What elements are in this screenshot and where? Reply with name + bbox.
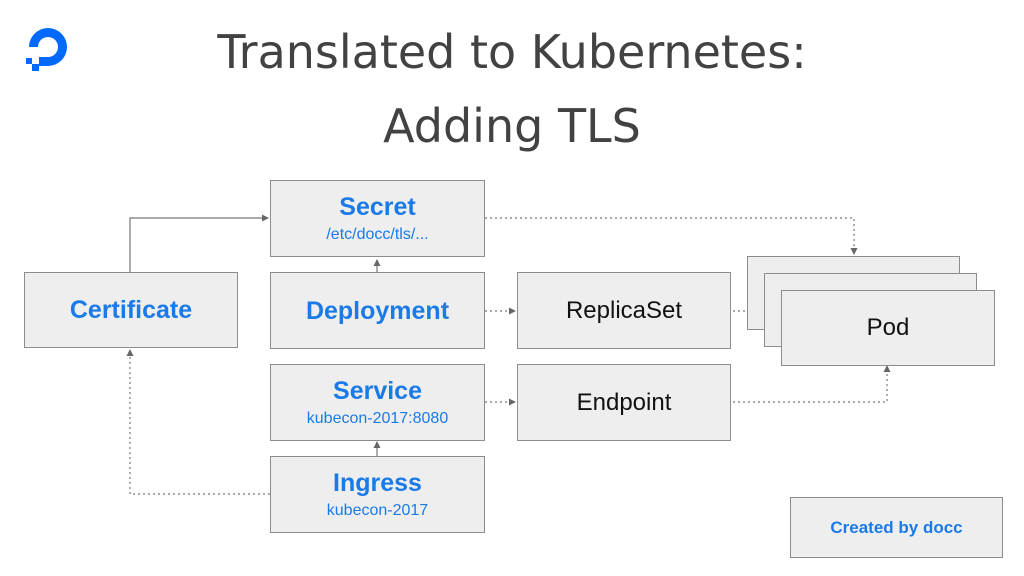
node-certificate-label: Certificate <box>69 296 193 324</box>
page-title-line-1: Translated to Kubernetes: <box>217 25 807 79</box>
node-certificate: Certificate <box>24 272 238 348</box>
node-pod-label: Pod <box>866 314 910 341</box>
node-service-label: Service <box>333 376 422 405</box>
node-ingress-label: Ingress <box>333 468 422 497</box>
node-replicaset-label: ReplicaSet <box>565 296 683 324</box>
connector-ingress-certificate <box>126 349 270 495</box>
node-secret-label: Secret <box>339 192 416 221</box>
node-deployment: Deployment <box>270 272 485 349</box>
node-service: Service kubecon-2017:8080 <box>270 364 485 441</box>
digitalocean-logo-icon <box>26 28 67 71</box>
credit-badge: Created by docc <box>790 497 1003 558</box>
credit-label: Created by docc <box>830 517 963 537</box>
node-endpoint: Endpoint <box>517 364 731 441</box>
node-ingress-detail: kubecon-2017 <box>326 501 429 519</box>
node-endpoint-label: Endpoint <box>576 388 672 416</box>
page-title-line-2: Adding TLS <box>383 99 641 153</box>
node-secret: Secret /etc/docc/tls/... <box>270 180 485 257</box>
node-pod: Pod <box>781 290 995 366</box>
connector-endpoint-pod <box>733 365 891 403</box>
node-service-detail: kubecon-2017:8080 <box>306 409 449 427</box>
node-deployment-label: Deployment <box>305 296 450 325</box>
node-replicaset: ReplicaSet <box>517 272 731 349</box>
node-ingress: Ingress kubecon-2017 <box>270 456 485 533</box>
connector-certificate-secret <box>129 214 269 272</box>
connector-secret-pod <box>485 217 858 255</box>
node-secret-detail: /etc/docc/tls/... <box>326 225 429 243</box>
